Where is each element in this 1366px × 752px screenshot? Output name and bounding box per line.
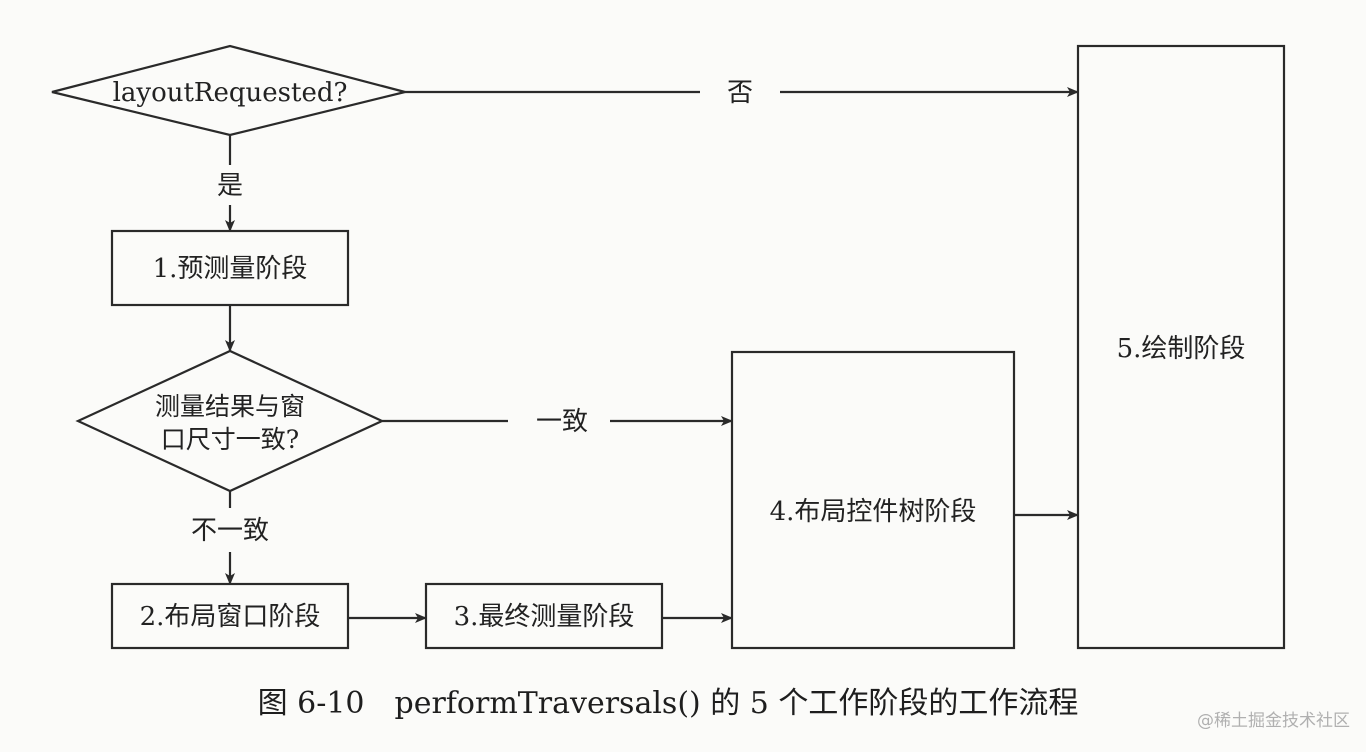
- decision-measure-line2: 口尺寸一致?: [161, 425, 299, 454]
- figure-caption: 图 6-10 performTraversals() 的 5 个工作阶段的工作流…: [258, 686, 1079, 721]
- edge-no-label: 否: [727, 78, 753, 108]
- step-draw-box: [1076, 44, 1286, 650]
- decision-layout-requested-label: layoutRequested?: [113, 78, 348, 108]
- decision-measure-match: [75, 349, 385, 493]
- step-layout-window-label: 2.布局窗口阶段: [140, 602, 321, 632]
- step-final-measure-label: 3.最终测量阶段: [454, 602, 635, 632]
- step-final-measure-box: [424, 582, 664, 650]
- edge-match-label: 一致: [536, 407, 588, 437]
- step-layout-tree-label: 4.布局控件树阶段: [770, 497, 977, 527]
- edge-mismatch-label: 不一致: [191, 516, 269, 546]
- step-premeasure-label: 1.预测量阶段: [153, 254, 308, 284]
- step-layout-tree-box: [730, 350, 1016, 650]
- watermark-text: @稀土掘金技术社区: [1197, 711, 1350, 731]
- step-draw-label: 5.绘制阶段: [1117, 334, 1246, 364]
- edge-yes-label: 是: [217, 171, 243, 201]
- decision-measure-line1: 测量结果与窗: [155, 392, 305, 421]
- step-layout-window-box: [110, 582, 350, 650]
